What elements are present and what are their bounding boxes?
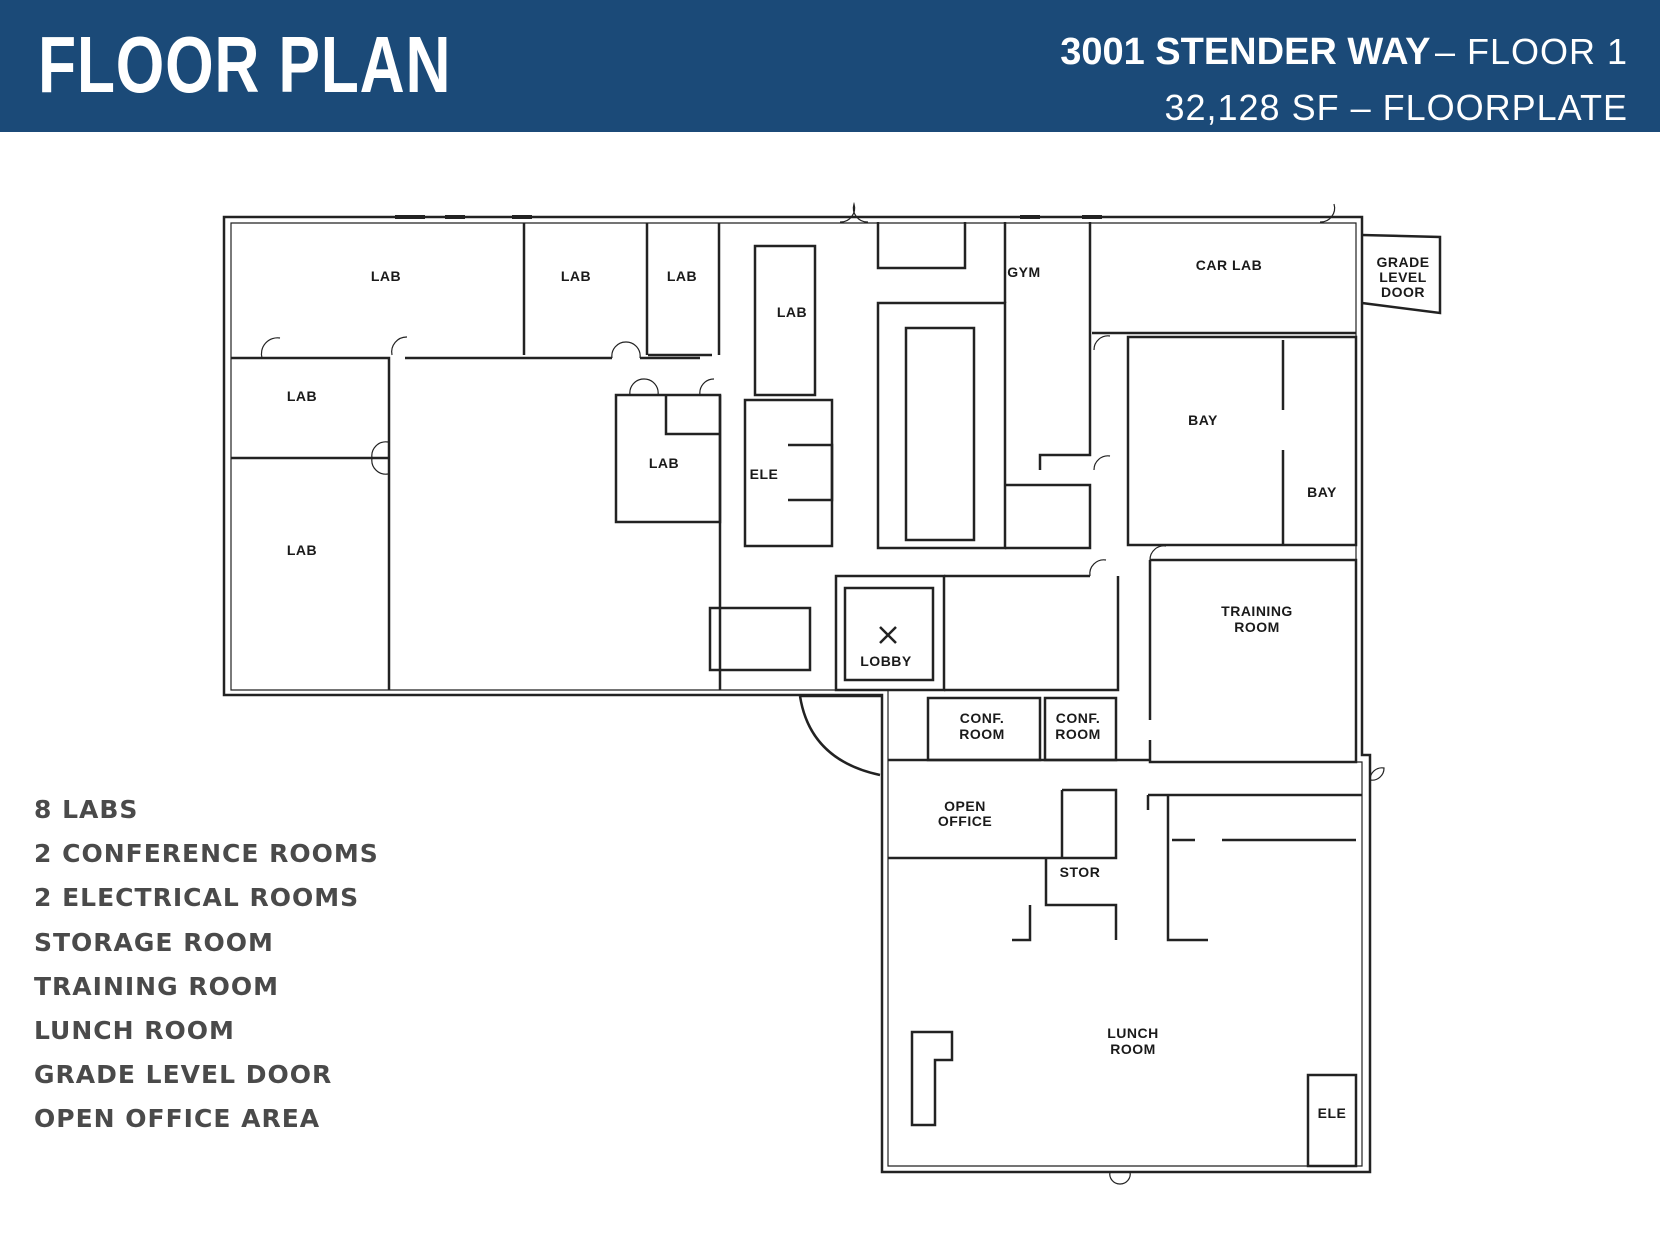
feature-item: 2 ELECTRICAL ROOMS [34,883,360,913]
feature-item: OPEN OFFICE AREA [34,1104,321,1134]
feature-item: GRADE LEVEL DOOR [34,1060,333,1090]
room-label-training: TRAINING [1221,603,1293,619]
room-label-car-lab: CAR LAB [1196,257,1263,273]
page-title: FLOOR PLAN [38,20,452,109]
room-label-lab: LAB [649,455,679,471]
address-block: 3001 STENDER WAY – FLOOR 1 32,128 SF – F… [1060,28,1628,132]
room-label-grade-door: DOOR [1381,284,1425,300]
room-label-training: ROOM [1234,619,1280,635]
room-label-lunch: LUNCH [1107,1025,1159,1041]
room-label-conf: CONF. [960,710,1005,726]
room-label-lab: LAB [777,304,807,320]
room-label-bay: BAY [1307,484,1337,500]
room-label-open-office: OPEN [944,798,986,814]
room-label-bay: BAY [1188,412,1218,428]
room-label-open-office: OFFICE [938,813,992,829]
room-label-stor: STOR [1060,864,1101,880]
feature-list: 8 LABS 2 CONFERENCE ROOMS 2 ELECTRICAL R… [34,788,379,1142]
room-label-grade-door: GRADE [1376,254,1429,270]
street-address: 3001 STENDER WAY [1060,31,1431,73]
room-label-conf: ROOM [1055,726,1101,742]
feature-item: LUNCH ROOM [34,1015,235,1045]
room-label-lab: LAB [371,268,401,284]
outer-wall-upper [222,215,1372,1174]
room-label-ele: ELE [1318,1105,1347,1121]
room-label-lobby: LOBBY [860,653,912,669]
room-label-lab: LAB [287,388,317,404]
room-label-lab: LAB [561,268,591,284]
room-label-gym: GYM [1007,264,1040,280]
room-label-conf: CONF. [1056,710,1101,726]
room-label-lunch: ROOM [1110,1041,1156,1057]
floor-number: – FLOOR 1 [1434,31,1628,72]
floorplate-size: 32,128 SF – FLOORPLATE [1164,87,1628,128]
feature-item: STORAGE ROOM [34,927,274,957]
room-label-lab: LAB [667,268,697,284]
header-banner: FLOOR PLAN 3001 STENDER WAY – FLOOR 1 32… [0,0,1660,132]
feature-item: 8 LABS [34,795,139,824]
room-label-grade-door: LEVEL [1379,269,1427,285]
room-label-conf: ROOM [959,726,1005,742]
room-label-lab: LAB [287,542,317,558]
room-label-ele: ELE [750,466,779,482]
feature-item: TRAINING ROOM [34,971,279,1001]
feature-item: 2 CONFERENCE ROOMS [34,839,379,869]
